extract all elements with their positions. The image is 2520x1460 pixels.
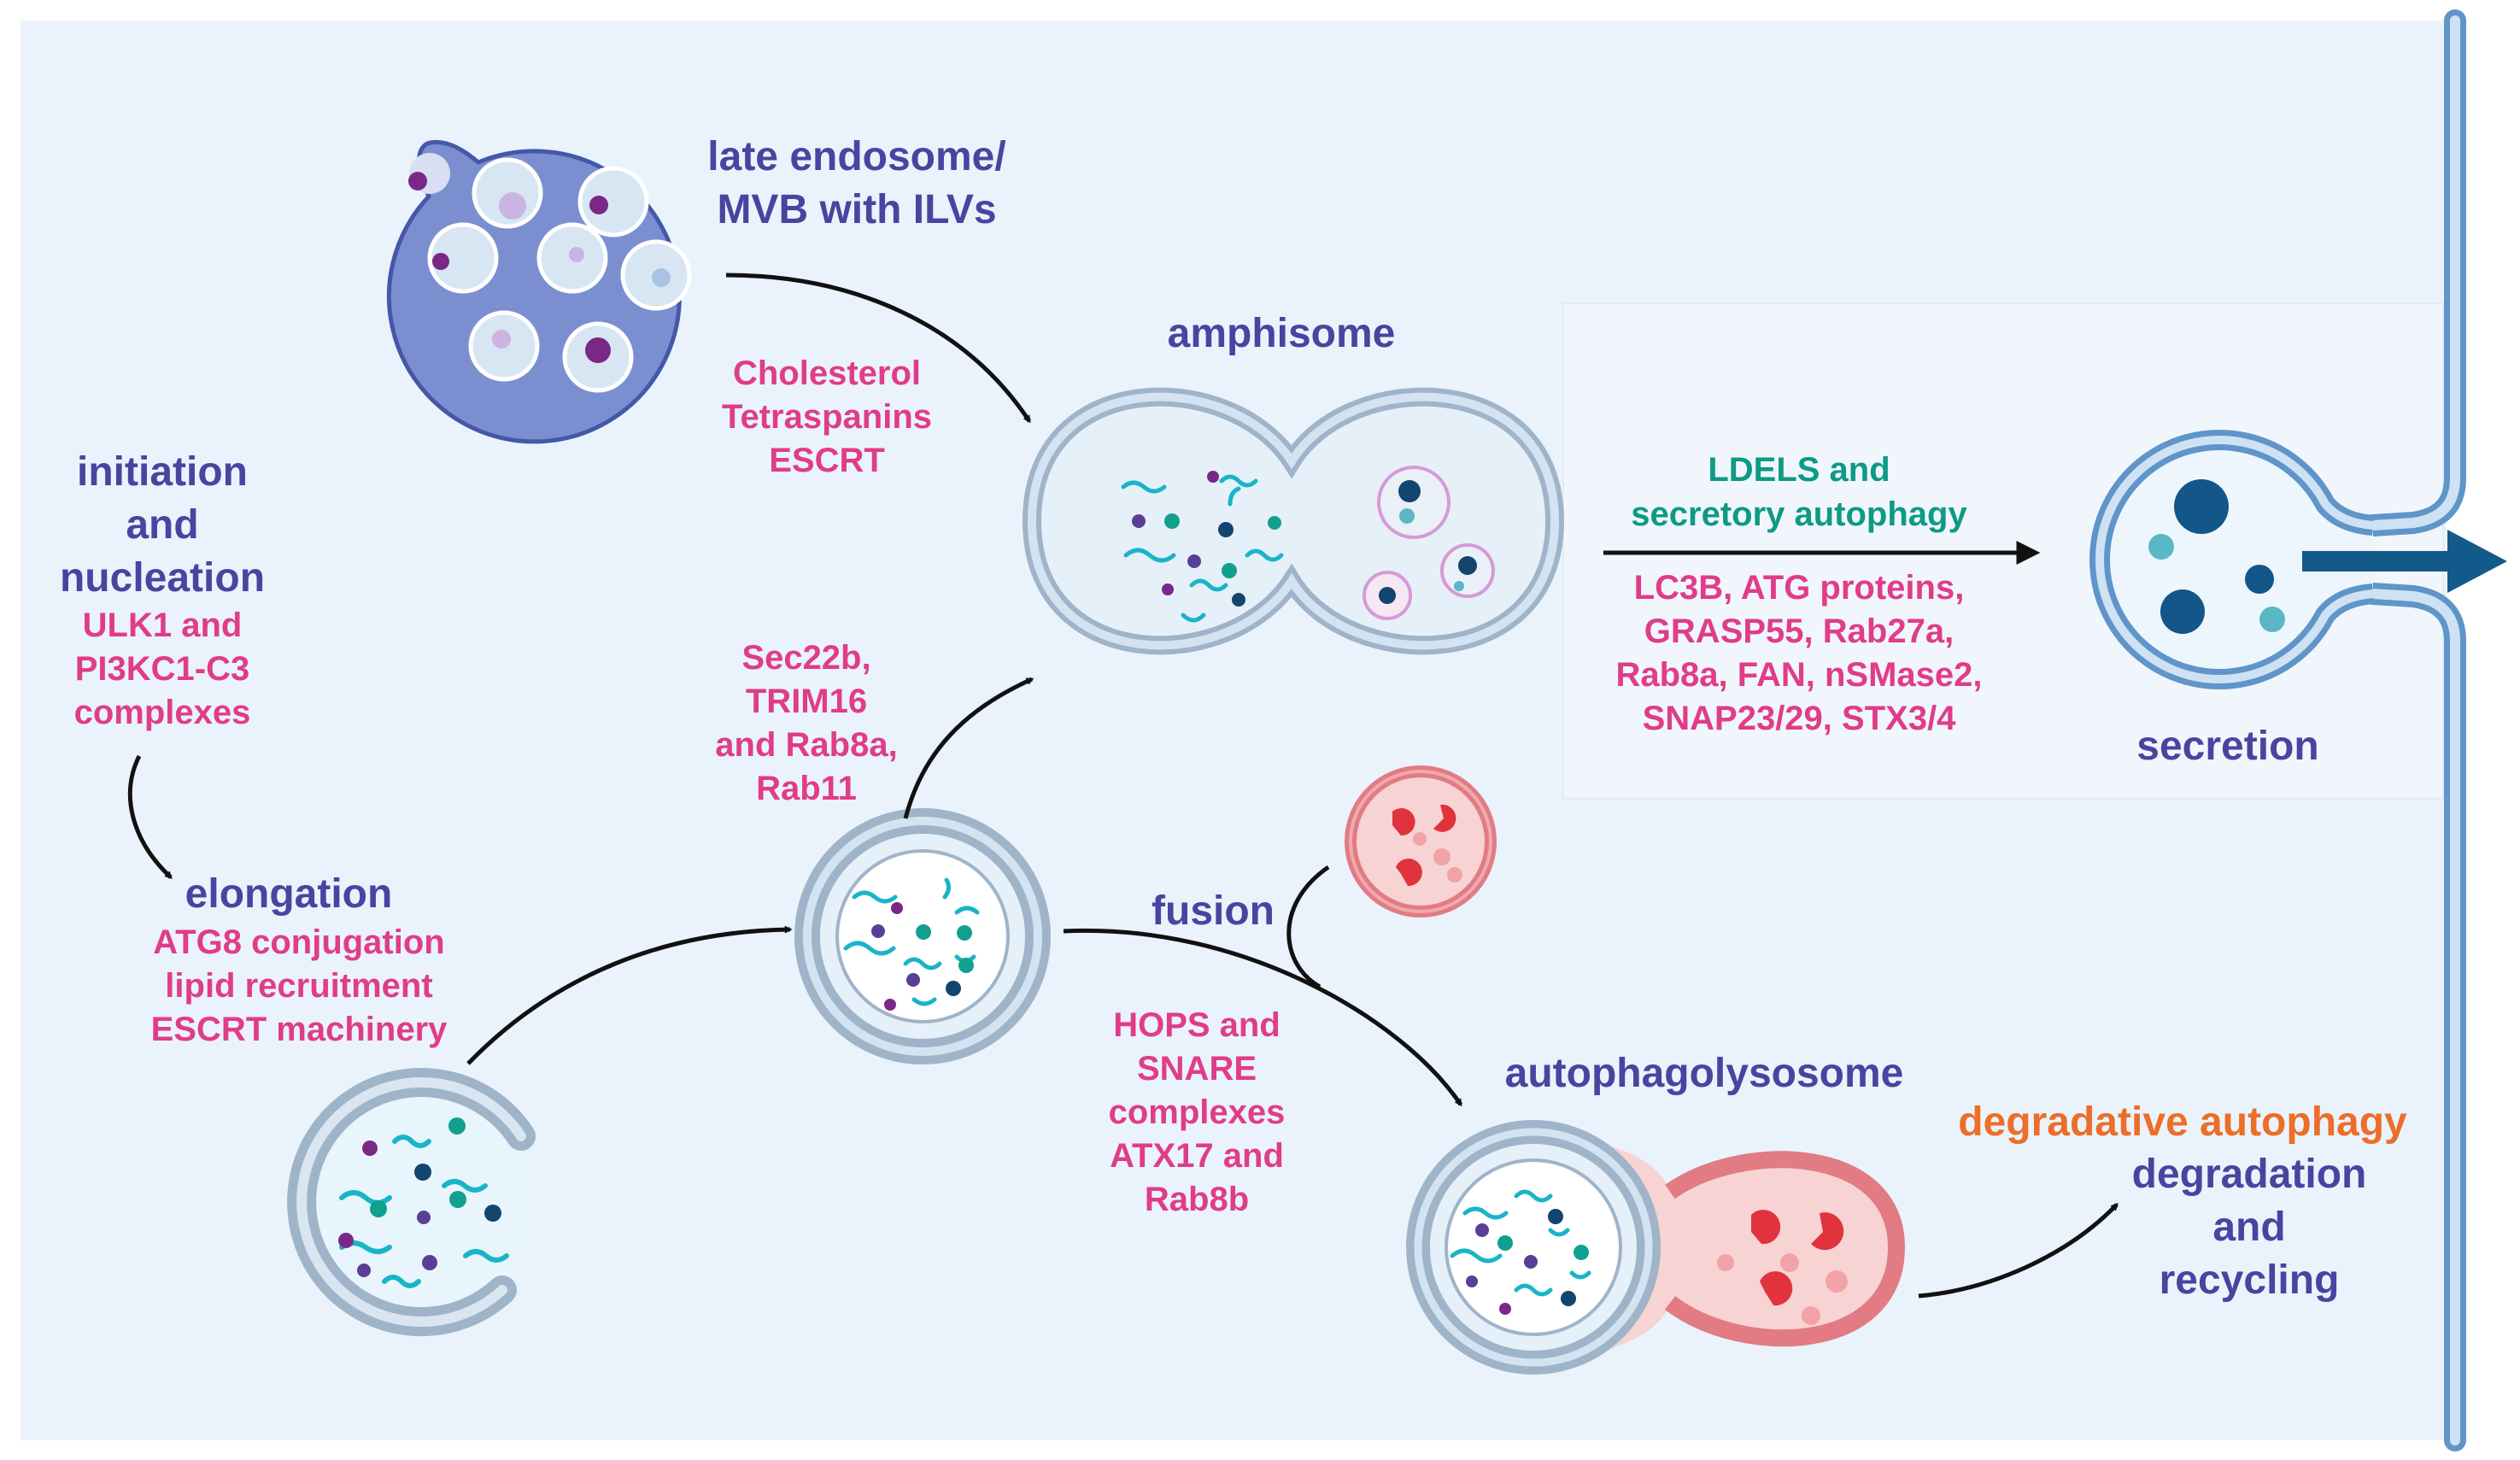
autophagosome-icon bbox=[794, 808, 1051, 1064]
secretory-route-label: LDELS and secretory autophagy bbox=[1631, 451, 1967, 533]
amphisome-factors-label: Sec22b, TRIM16 and Rab8a, Rab11 bbox=[715, 639, 898, 807]
secretory-vesicle-icon bbox=[2089, 430, 2375, 689]
secretion-label: secretion bbox=[2136, 724, 2319, 769]
exit-arrow bbox=[2302, 551, 2447, 572]
elongation-factors-label: ATG8 conjugation lipid recruitment ESCRT… bbox=[150, 923, 448, 1048]
mvb-icon bbox=[386, 139, 692, 444]
autophagosome-to-amphisome-arrow bbox=[903, 677, 1034, 819]
endosome-factors-label: Cholesterol Tetraspanins ESCRT bbox=[722, 355, 932, 479]
phagophore-to-autophagosome-arrow bbox=[466, 925, 793, 1065]
degradation-arrow bbox=[1918, 1203, 2119, 1299]
initiation-to-elongation-arrow bbox=[127, 754, 173, 879]
lysosome-icon bbox=[1345, 765, 1497, 918]
phagophore-icon bbox=[287, 1068, 536, 1337]
initiation-factors-label: ULK1 and PI3KC1-C3 complexes bbox=[73, 607, 251, 731]
late-endosome-label: late endosome/ MVB with ILVs bbox=[707, 134, 1006, 232]
autophagolysosome-label: autophagolysosome bbox=[1504, 1051, 1904, 1096]
fusion-factors-label: HOPS and SNARE complexes ATX17 and Rab8b bbox=[1108, 1006, 1286, 1218]
degradation-label: degradation and recycling bbox=[2131, 1152, 2367, 1303]
lysosome-fusion-arrow bbox=[1286, 865, 1330, 989]
autophagolysosome-icon bbox=[1406, 1120, 1906, 1375]
plasma-membrane-icon bbox=[2362, 9, 2466, 1451]
amphisome-label: amphisome bbox=[1167, 311, 1396, 356]
initiation-label: initiation and nucleation bbox=[59, 449, 266, 601]
elongation-label: elongation bbox=[185, 871, 393, 917]
fusion-label: fusion bbox=[1152, 888, 1275, 934]
secretory-factors-label: LC3B, ATG proteins, GRASP55, Rab27a, Rab… bbox=[1615, 569, 1983, 737]
mvb-to-amphisome-arrow bbox=[725, 273, 1032, 424]
amphisome-icon bbox=[1022, 387, 1565, 655]
autophagosome-to-autophagolysosome-arrow bbox=[1063, 928, 1463, 1107]
pathway-arrows bbox=[127, 273, 2119, 1299]
degradative-autophagy-label: degradative autophagy bbox=[1958, 1099, 2407, 1145]
